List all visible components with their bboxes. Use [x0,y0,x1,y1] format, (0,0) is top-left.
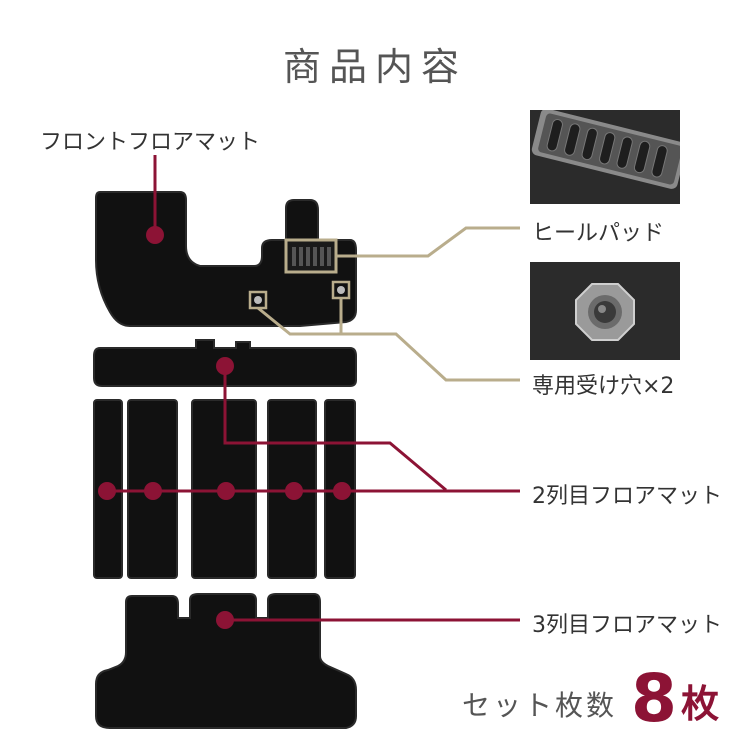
set-count-number: 8 [631,660,677,737]
dot-row2-mat-5 [333,482,351,500]
label-front-floor-mat: フロントフロアマット [40,130,261,155]
label-fixing-hole: 専用受け穴×2 [532,374,675,399]
set-count-label: セット枚数 [462,689,618,722]
front-floor-mat [95,191,357,327]
dot-row2-mat-2 [144,482,162,500]
fixing-hole-photo [530,262,680,360]
leader-row2-strip [223,366,447,492]
set-count: セット枚数 8 枚 [462,662,719,732]
set-count-unit: 枚 [680,682,719,726]
dot-row2-strip [216,357,234,375]
label-heel-pad: ヒールパッド [532,221,665,246]
leader-fixing-hole-left [257,306,520,382]
dot-row2-mat-1 [98,482,116,500]
dot-front-mat [146,226,164,244]
heel-pad-photo [530,110,680,204]
label-row2-floor-mat: 2列目フロアマット [532,484,722,509]
dot-row2-mat-3 [217,482,235,500]
label-row3-floor-mat: 3列目フロアマット [532,613,722,638]
dot-row3-mat [216,611,234,629]
page-title: 商品内容 [282,45,467,89]
dot-row2-mat-4 [285,482,303,500]
leader-heel-pad [336,226,520,258]
row3-floor-mat [95,593,357,729]
